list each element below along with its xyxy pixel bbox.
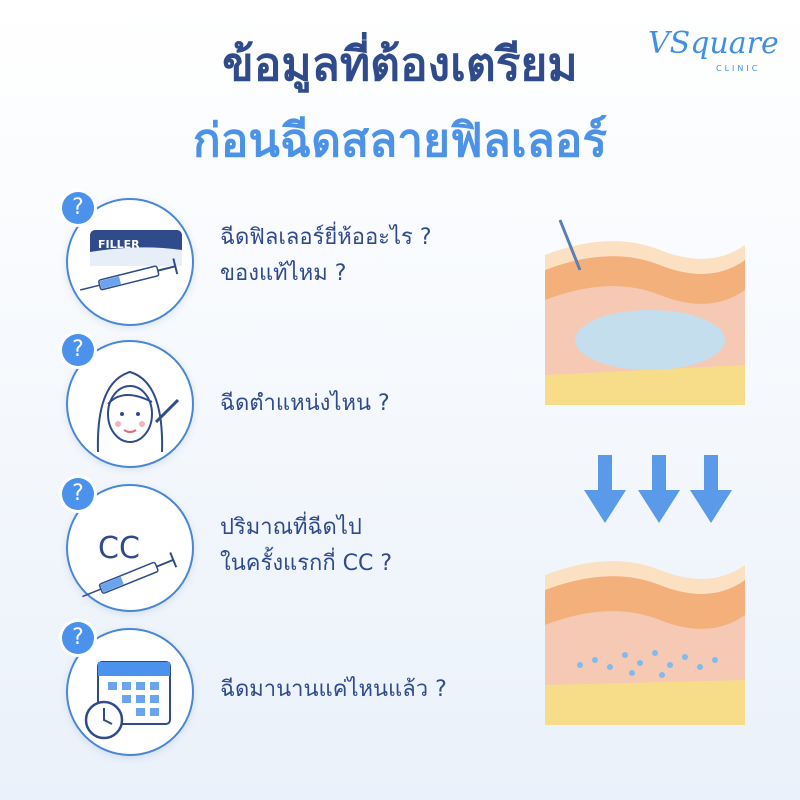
item-3-line-1: ปริมาณที่ฉีดไป [220,515,362,540]
logo-wordmark: VSquare [648,26,779,61]
skin-dissolved-filler-illustration [545,561,745,725]
checklist-item-amount: CC ? ปริมาณที่ฉีดไป ในครั้งแรกกี่ CC ? [62,478,782,614]
filler-label: FILLER [98,238,140,251]
title-line-1: ข้อมูลที่ต้องเตรียม [222,37,578,91]
logo-subtitle: CLINIC [716,64,761,73]
skin-with-filler-illustration [545,219,745,405]
down-arrows [584,455,732,523]
checklist-item-duration: ? ฉีดมานานแค่ไหนแล้ว ? [62,622,782,758]
arrow-down-icon [584,455,626,523]
question-badge: ? [62,192,94,224]
question-badge: ? [62,334,94,366]
item-1-line-1: ฉีดฟิลเลอร์ยี่ห้ออะไร ? [220,225,432,250]
arrow-down-icon [638,455,680,523]
calendar-clock-icon [66,628,194,756]
checklist-item-location: ? ฉีดตำแหน่งไหน ? [62,334,782,470]
checklist-item-brand: FILLER ? ฉีดฟิลเลอร์ยี่ห้ออะไร ? ของแท้ไ… [62,192,782,328]
question-badge: ? [62,478,94,510]
vsquare-logo: VSquare CLINIC [648,26,779,76]
item-2-line-1: ฉีดตำแหน่งไหน ? [220,391,390,416]
cc-label: CC [98,531,140,566]
item-3-line-2: ในครั้งแรกกี่ CC ? [220,551,393,576]
item-4-line-1: ฉีดมานานแค่ไหนแล้ว ? [220,677,447,702]
title-line-2: ก่อนฉีดสลายฟิลเลอร์ [192,113,608,167]
arrow-down-icon [690,455,732,523]
item-1-line-2: ของแท้ไหม ? [220,261,347,286]
question-badge: ? [62,622,94,654]
